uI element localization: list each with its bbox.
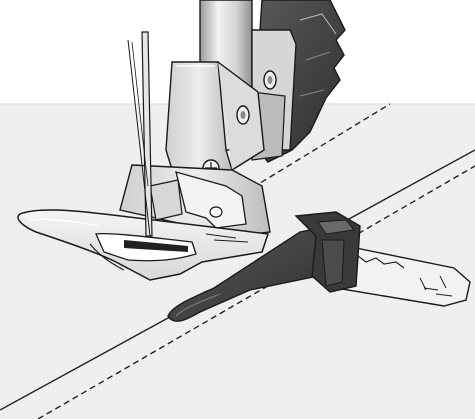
presser-foot-icon (17, 209, 270, 281)
fabric-panel (0, 104, 475, 419)
stitch-line-lower (37, 165, 475, 419)
screw-icon (236, 105, 250, 125)
stitch-line-upper (149, 103, 391, 251)
presser-foot-ankle (165, 61, 265, 181)
screw-icon (263, 70, 277, 90)
edge-guide (167, 211, 471, 322)
presser-foot-shank (119, 164, 271, 237)
needle-icon (127, 31, 153, 237)
